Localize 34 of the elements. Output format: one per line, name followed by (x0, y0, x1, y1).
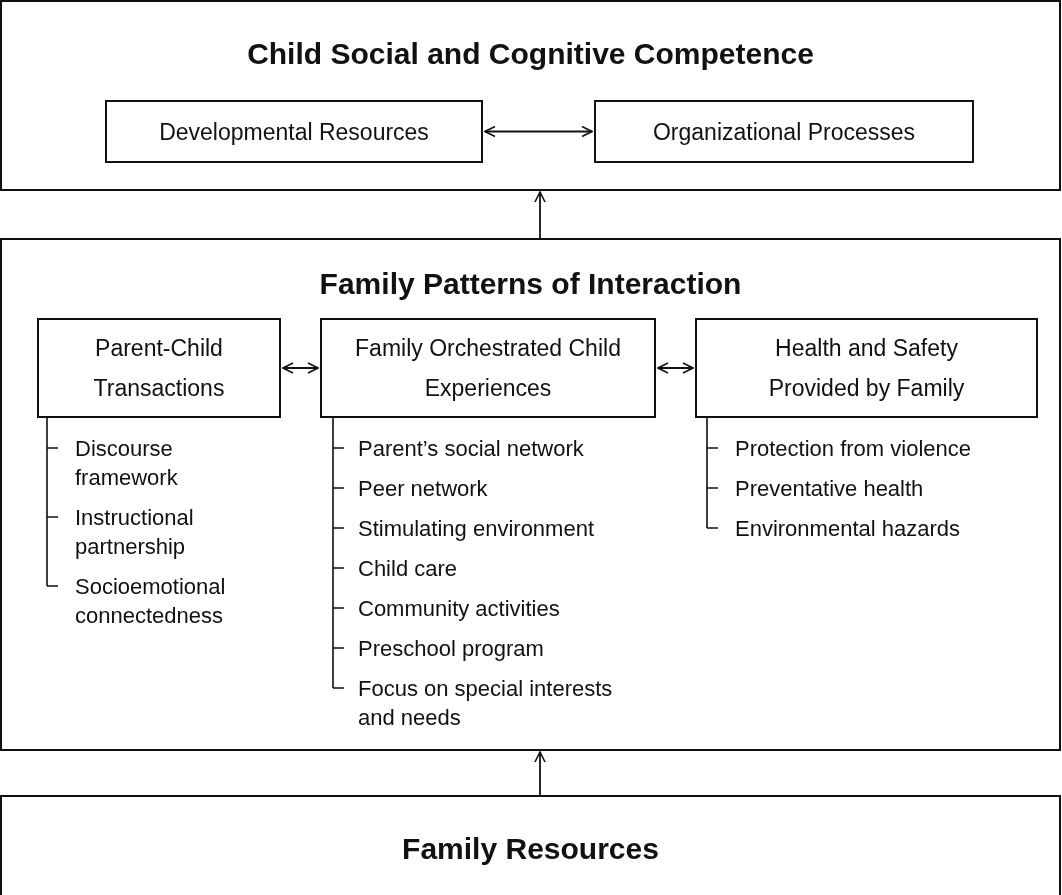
list-item: Discourse framework (75, 435, 179, 492)
section-title: Child Social and Cognitive Competence (246, 37, 815, 71)
list-item: Preventative health (735, 475, 925, 503)
box-label: Developmental Resources (158, 117, 430, 147)
component-box (37, 318, 281, 418)
component-box (695, 318, 1038, 418)
list-item: Environmental hazards (735, 515, 961, 543)
list-item: Parent’s social network (358, 435, 585, 463)
section-box (0, 238, 1061, 751)
list-item: Child care (358, 555, 459, 583)
box-label: Organizational Processes (651, 117, 917, 147)
list-item: Focus on special interests and needs (358, 675, 614, 732)
section-title: Family Resources (401, 832, 660, 866)
list-item: Community activities (358, 595, 561, 623)
arrow (534, 751, 546, 796)
list-item: Stimulating environment (358, 515, 595, 543)
section-box (0, 795, 1061, 895)
box-label: Family Orchestrated Child Experiences (354, 334, 622, 403)
component-box (105, 100, 483, 163)
list-item: Socioemotional connectedness (75, 573, 227, 630)
section-title: Family Patterns of Interaction (318, 267, 743, 301)
arrow (282, 362, 319, 374)
component-box (594, 100, 974, 163)
box-label: Parent-Child Transactions (92, 334, 226, 403)
arrow (484, 125, 593, 138)
list-item: Protection from violence (735, 435, 972, 463)
box-label: Health and Safety Provided by Family (767, 334, 966, 403)
list-item: Preschool program (358, 635, 545, 663)
section-box (0, 0, 1061, 191)
component-box (320, 318, 656, 418)
arrow (534, 191, 546, 239)
list-item: Peer network (358, 475, 489, 503)
arrow (657, 362, 694, 374)
list-item: Instructional partnership (75, 504, 195, 561)
